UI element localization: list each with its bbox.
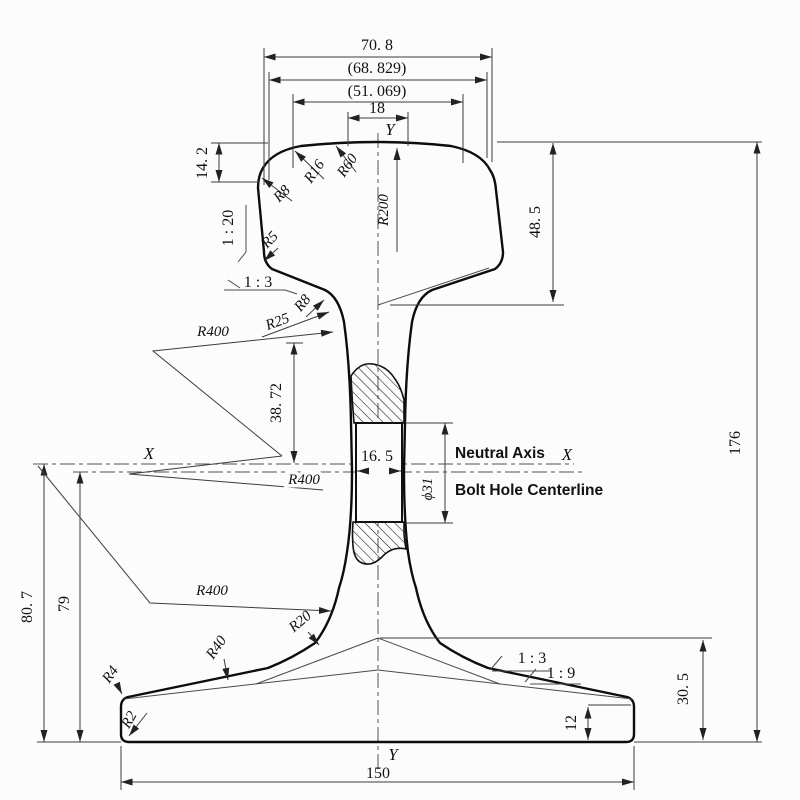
r4-label: R4	[99, 663, 123, 687]
construction-lines	[123, 205, 633, 700]
dim-foot-tip-label: 12	[563, 715, 580, 731]
leader-r20	[307, 631, 320, 646]
leader-r4	[113, 681, 123, 695]
hatch-lower	[351, 521, 407, 565]
neutral-axis-label: Neutral Axis	[455, 445, 545, 462]
leader-r8-web	[305, 299, 325, 318]
r60-label: R60	[334, 151, 362, 181]
bolt-hole-rect	[355, 422, 403, 523]
leader-r2	[128, 712, 148, 737]
foot-slope-1-9-left	[123, 669, 379, 700]
dim-side-height-label: 14. 2	[194, 147, 211, 179]
dim-foot-width-label: 150	[366, 765, 390, 782]
hatch-upper	[350, 362, 405, 424]
axis-x-right-label: X	[561, 445, 573, 464]
leader-r400-upper	[151, 329, 334, 457]
r40-label: R40	[203, 633, 231, 663]
foot-slope-1-3-left	[255, 637, 379, 685]
dim-head-height-label: 48. 5	[527, 206, 544, 238]
slope-1-3-head-label: 1 : 3	[244, 274, 272, 291]
r200-label: R200	[376, 194, 392, 227]
r2-label: R2	[118, 708, 141, 732]
foot-slope-1-3-right	[377, 637, 501, 685]
r400-lower-label: R400	[195, 583, 228, 599]
leader-r40	[222, 658, 230, 681]
dim-crown-width-label: (51. 069)	[348, 83, 407, 100]
r8-head-label: R8	[270, 182, 294, 206]
axis-y-top-label: Y	[385, 120, 396, 139]
slope-1-3-foot-label: 1 : 3	[518, 650, 546, 667]
foot-slope-1-9-right	[377, 669, 633, 700]
rail-outline	[119, 140, 636, 744]
radius-leaders	[37, 145, 401, 737]
dim-web-thickness-label: 16. 5	[361, 448, 393, 465]
leader-r400-mid	[128, 455, 324, 491]
axis-y-bottom-label: Y	[388, 745, 399, 764]
r400-mid-label: R400	[287, 472, 320, 488]
slope-1-9-foot-label: 1 : 9	[547, 665, 575, 682]
leader-r60	[335, 145, 357, 173]
dim-bolt-height-label: 79	[56, 596, 73, 612]
head-underside-1-3-refline	[377, 267, 490, 306]
leader-r8-head	[261, 177, 293, 202]
slope-1-3-head-tick	[227, 279, 241, 289]
dim-neutral-height-label: 80. 7	[19, 591, 36, 623]
slope-1-20-tick	[237, 251, 247, 263]
leader-r16	[294, 150, 325, 180]
bolt-hole-centerline-label: Bolt Hole Centerline	[455, 482, 604, 499]
leader-r400-lower	[37, 465, 332, 614]
leader-r25	[261, 311, 330, 338]
dim-gauge-width-label: (68. 829)	[348, 60, 407, 77]
axis-x-left-label: X	[143, 444, 155, 463]
dim-top-flat-label: 18	[369, 100, 385, 117]
r20-label: R20	[285, 608, 315, 637]
dim-total-height-label: 176	[727, 431, 744, 455]
dim-foot-edge-label: 30. 5	[675, 673, 692, 705]
dim-head-width-label: 70. 8	[361, 37, 393, 54]
slope-1-20-label: 1 : 20	[220, 210, 237, 246]
dim-upper-web-label: 38. 72	[268, 383, 285, 423]
slope-1-9-foot-tick	[524, 668, 537, 683]
r400-upper-label: R400	[196, 324, 229, 340]
leader-r5	[263, 247, 279, 262]
slope-1-3-head-leader	[284, 289, 298, 295]
slope-1-3-foot-tick	[490, 655, 503, 670]
r16-label: R16	[301, 157, 329, 187]
dim-bolt-hole-dia-label: ϕ31	[420, 478, 436, 501]
r25-label: R25	[263, 310, 293, 334]
